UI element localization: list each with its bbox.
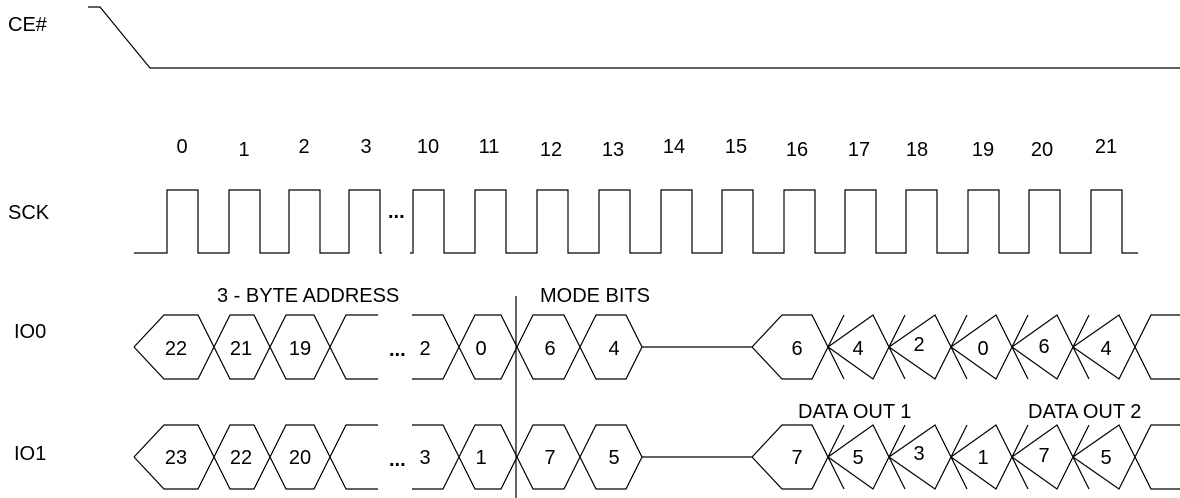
bus-value: 4: [852, 338, 863, 360]
bus-data-out: [751, 314, 1180, 380]
clock-cycle-label: 21: [1095, 136, 1117, 158]
data-out-1-annotation: DATA OUT 1: [798, 401, 911, 423]
sck-signal-label: SCK: [8, 202, 50, 224]
bus-address-mode: [412, 314, 752, 380]
data-out-2-annotation: DATA OUT 2: [1028, 401, 1141, 423]
clock-cycle-label: 17: [848, 139, 870, 161]
clock-cycle-label: 20: [1031, 139, 1053, 161]
sck-waveform-start: [134, 189, 382, 254]
clock-cycle-label: 10: [417, 136, 439, 158]
bus-address-start: [133, 314, 331, 380]
clock-cycle-label: 16: [786, 139, 808, 161]
bus-value: 22: [165, 338, 187, 360]
bus-value: 7: [791, 447, 802, 469]
bus-value: 4: [1100, 338, 1111, 360]
bus-value: 20: [289, 447, 311, 469]
ce-signal-label: CE#: [8, 14, 48, 36]
io0-ellipsis: ...: [389, 339, 406, 361]
bus-data-out: [751, 424, 1180, 490]
io1-ellipsis: ...: [389, 449, 406, 471]
sck-waveform-end: [410, 189, 1138, 254]
clock-cycle-label: 0: [176, 136, 187, 158]
clock-cycle-label: 13: [602, 139, 624, 161]
bus-value: 6: [791, 338, 802, 360]
bus-address-mode: [412, 424, 752, 490]
bus-value: 23: [165, 447, 187, 469]
clock-cycle-label: 2: [298, 136, 309, 158]
bus-value: 1: [475, 447, 486, 469]
bus-value: 0: [475, 338, 486, 360]
address-annotation: 3 - BYTE ADDRESS: [217, 285, 399, 307]
bus-value: 0: [977, 338, 988, 360]
sck-ellipsis: ...: [388, 201, 405, 223]
bus-value: 5: [1100, 447, 1111, 469]
io1-signal-label: IO1: [14, 443, 46, 465]
bus-value: 2: [913, 334, 924, 356]
bus-value: 6: [1038, 336, 1049, 358]
clock-cycle-label: 14: [663, 136, 685, 158]
io0-signal-label: IO0: [14, 321, 46, 343]
bus-value: 7: [1038, 445, 1049, 467]
bus-value: 6: [544, 338, 555, 360]
clock-cycle-label: 3: [360, 136, 371, 158]
bus-value: 1: [977, 447, 988, 469]
clock-cycle-label: 19: [972, 139, 994, 161]
io1-bus: 23 22 20 3 1 7 5 7 5 3 1 7 5: [133, 424, 1180, 490]
bus-value: 7: [544, 447, 555, 469]
bus-value: 5: [608, 447, 619, 469]
bus-value: 4: [608, 338, 619, 360]
clock-cycle-label: 1: [238, 139, 249, 161]
clock-cycle-label: 11: [479, 136, 500, 158]
clock-cycle-label: 18: [906, 139, 928, 161]
bus-value: 3: [913, 443, 924, 465]
bus-value: 3: [419, 447, 430, 469]
io0-bus: 22 21 19 2 0 6 4 6 4 2 0 6 4: [133, 314, 1180, 380]
bus-value: 19: [289, 338, 311, 360]
bus-cell-outline: [329, 424, 378, 490]
bus-cell-outline: [329, 314, 378, 380]
bus-address-start: [133, 424, 331, 490]
bus-value: 2: [419, 338, 430, 360]
bus-value: 21: [230, 338, 252, 360]
bus-value: 5: [852, 447, 863, 469]
mode-bits-annotation: MODE BITS: [540, 285, 650, 307]
clock-cycle-label: 15: [725, 136, 747, 158]
clock-cycle-label: 12: [540, 139, 562, 161]
ce-waveform: [88, 6, 1180, 69]
bus-value: 22: [230, 447, 252, 469]
